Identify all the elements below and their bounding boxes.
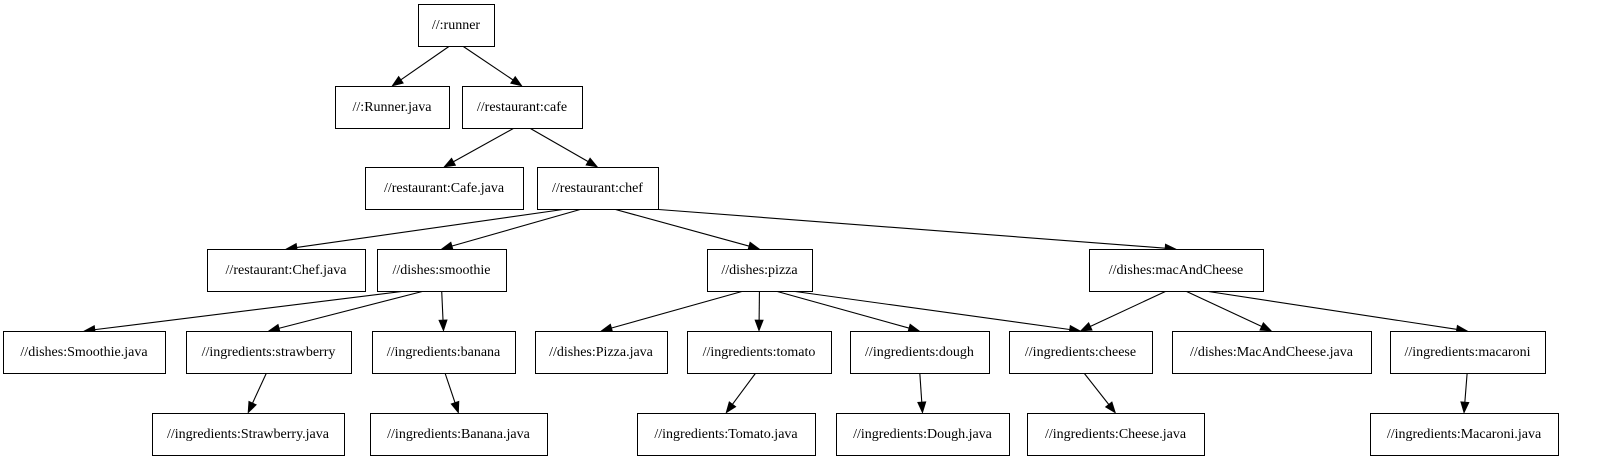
graph-edge (444, 372, 460, 414)
node-box (535, 331, 668, 374)
node-label: //ingredients:dough (865, 345, 974, 360)
node-label: //ingredients:Tomato.java (654, 427, 798, 442)
graph-edge (438, 290, 448, 332)
graph-node-ing_tomato[interactable]: //ingredients:tomato (687, 331, 832, 374)
graph-edge (754, 290, 764, 332)
node-box (370, 413, 548, 456)
node-label: //dishes:MacAndCheese.java (1190, 345, 1354, 360)
node-box (1027, 413, 1205, 456)
node-label: //ingredients:Banana.java (387, 427, 530, 442)
node-label: //dishes:smoothie (393, 263, 491, 278)
node-label: //restaurant:Cafe.java (384, 181, 505, 196)
graph-edge (917, 372, 927, 414)
node-label: //restaurant:Chef.java (226, 263, 348, 278)
node-box (372, 331, 516, 374)
graph-node-dishes_pizza[interactable]: //dishes:pizza (707, 249, 813, 292)
graph-node-dough_java[interactable]: //ingredients:Dough.java (836, 413, 1010, 456)
node-box (537, 167, 659, 210)
node-box (850, 331, 990, 374)
node-label: //restaurant:cafe (477, 100, 567, 115)
node-box (1370, 413, 1559, 456)
graph-node-chef_java[interactable]: //restaurant:Chef.java (207, 249, 366, 292)
node-label: //ingredients:Strawberry.java (167, 427, 330, 442)
graph-edge (600, 290, 744, 333)
graph-node-ing_strawberry[interactable]: //ingredients:strawberry (186, 331, 352, 374)
node-box (377, 249, 507, 292)
node-label: //ingredients:Dough.java (853, 427, 993, 442)
node-box (1390, 331, 1546, 374)
graph-edge (247, 372, 267, 414)
node-box (3, 331, 166, 374)
graph-edge (440, 208, 583, 251)
graph-edge (462, 45, 523, 87)
graph-node-tomato_java[interactable]: //ingredients:Tomato.java (637, 413, 816, 456)
graph-node-ing_cheese[interactable]: //ingredients:cheese (1009, 331, 1153, 374)
node-box (462, 86, 583, 129)
graph-node-pizza_java[interactable]: //dishes:Pizza.java (535, 331, 668, 374)
graph-node-dishes_smoothie[interactable]: //dishes:smoothie (377, 249, 507, 292)
node-label: //ingredients:banana (387, 345, 501, 360)
graph-edge (1079, 290, 1167, 332)
node-label: //ingredients:strawberry (202, 345, 336, 360)
graph-edge (1083, 372, 1117, 414)
node-label: //dishes:Smoothie.java (20, 345, 148, 360)
node-label: //ingredients:tomato (703, 345, 816, 360)
graph-edge (443, 127, 515, 168)
graph-edge (725, 372, 757, 414)
node-box (418, 4, 495, 47)
graph-node-ing_macaroni[interactable]: //ingredients:macaroni (1390, 331, 1546, 374)
edges-layer (83, 45, 1470, 414)
graph-edge (1205, 290, 1469, 334)
graph-node-cheese_java[interactable]: //ingredients:Cheese.java (1027, 413, 1205, 456)
graph-edge (791, 290, 1082, 335)
node-box (687, 331, 832, 374)
node-box (1089, 249, 1264, 292)
graph-edge (1185, 290, 1273, 332)
graph-node-smoothie_java[interactable]: //dishes:Smoothie.java (3, 331, 166, 374)
nodes-layer: //:runner //:Runner.java //restaurant:cafe… (3, 4, 1559, 456)
node-label: //ingredients:Cheese.java (1045, 427, 1187, 442)
graph-node-dishes_macandcheese[interactable]: //dishes:macAndCheese (1089, 249, 1264, 292)
graph-edge (285, 208, 567, 252)
graph-edge (391, 45, 450, 87)
node-label: //:runner (432, 18, 481, 33)
graph-node-runner[interactable]: //:runner (418, 4, 495, 47)
node-box (707, 249, 813, 292)
graph-node-macandcheese_java[interactable]: //dishes:MacAndCheese.java (1172, 331, 1372, 374)
node-box (152, 413, 345, 456)
graph-node-ing_dough[interactable]: //ingredients:dough (850, 331, 990, 374)
node-box (365, 167, 524, 210)
graph-node-ing_banana[interactable]: //ingredients:banana (372, 331, 516, 374)
graph-node-strawberry_java[interactable]: //ingredients:Strawberry.java (152, 413, 345, 456)
graph-node-cafe_java[interactable]: //restaurant:Cafe.java (365, 167, 524, 210)
node-label: //:Runner.java (353, 100, 433, 115)
graph-node-restaurant_cafe[interactable]: //restaurant:cafe (462, 86, 583, 129)
node-label: //dishes:pizza (721, 263, 798, 278)
graph-edge (529, 127, 599, 168)
graph-edge (1460, 372, 1470, 414)
node-box (1172, 331, 1372, 374)
node-box (186, 331, 352, 374)
graph-node-macaroni_java[interactable]: //ingredients:Macaroni.java (1370, 413, 1559, 456)
graph-edge (267, 290, 425, 333)
node-box (335, 86, 450, 129)
graph-edge (83, 290, 406, 335)
node-label: //ingredients:macaroni (1405, 345, 1531, 360)
node-label: //dishes:macAndCheese (1109, 263, 1244, 278)
node-box (836, 413, 1010, 456)
node-label: //ingredients:Macaroni.java (1387, 427, 1542, 442)
graph-edge (775, 290, 921, 333)
node-label: //restaurant:chef (552, 181, 643, 196)
graph-node-runner_java[interactable]: //:Runner.java (335, 86, 450, 129)
node-label: //dishes:Pizza.java (549, 345, 654, 360)
graph-node-banana_java[interactable]: //ingredients:Banana.java (370, 413, 548, 456)
node-box (207, 249, 366, 292)
node-box (1009, 331, 1153, 374)
node-box (637, 413, 816, 456)
graph-node-restaurant_chef[interactable]: //restaurant:chef (537, 167, 659, 210)
node-label: //ingredients:cheese (1025, 345, 1136, 360)
graph-edge (651, 208, 1177, 253)
